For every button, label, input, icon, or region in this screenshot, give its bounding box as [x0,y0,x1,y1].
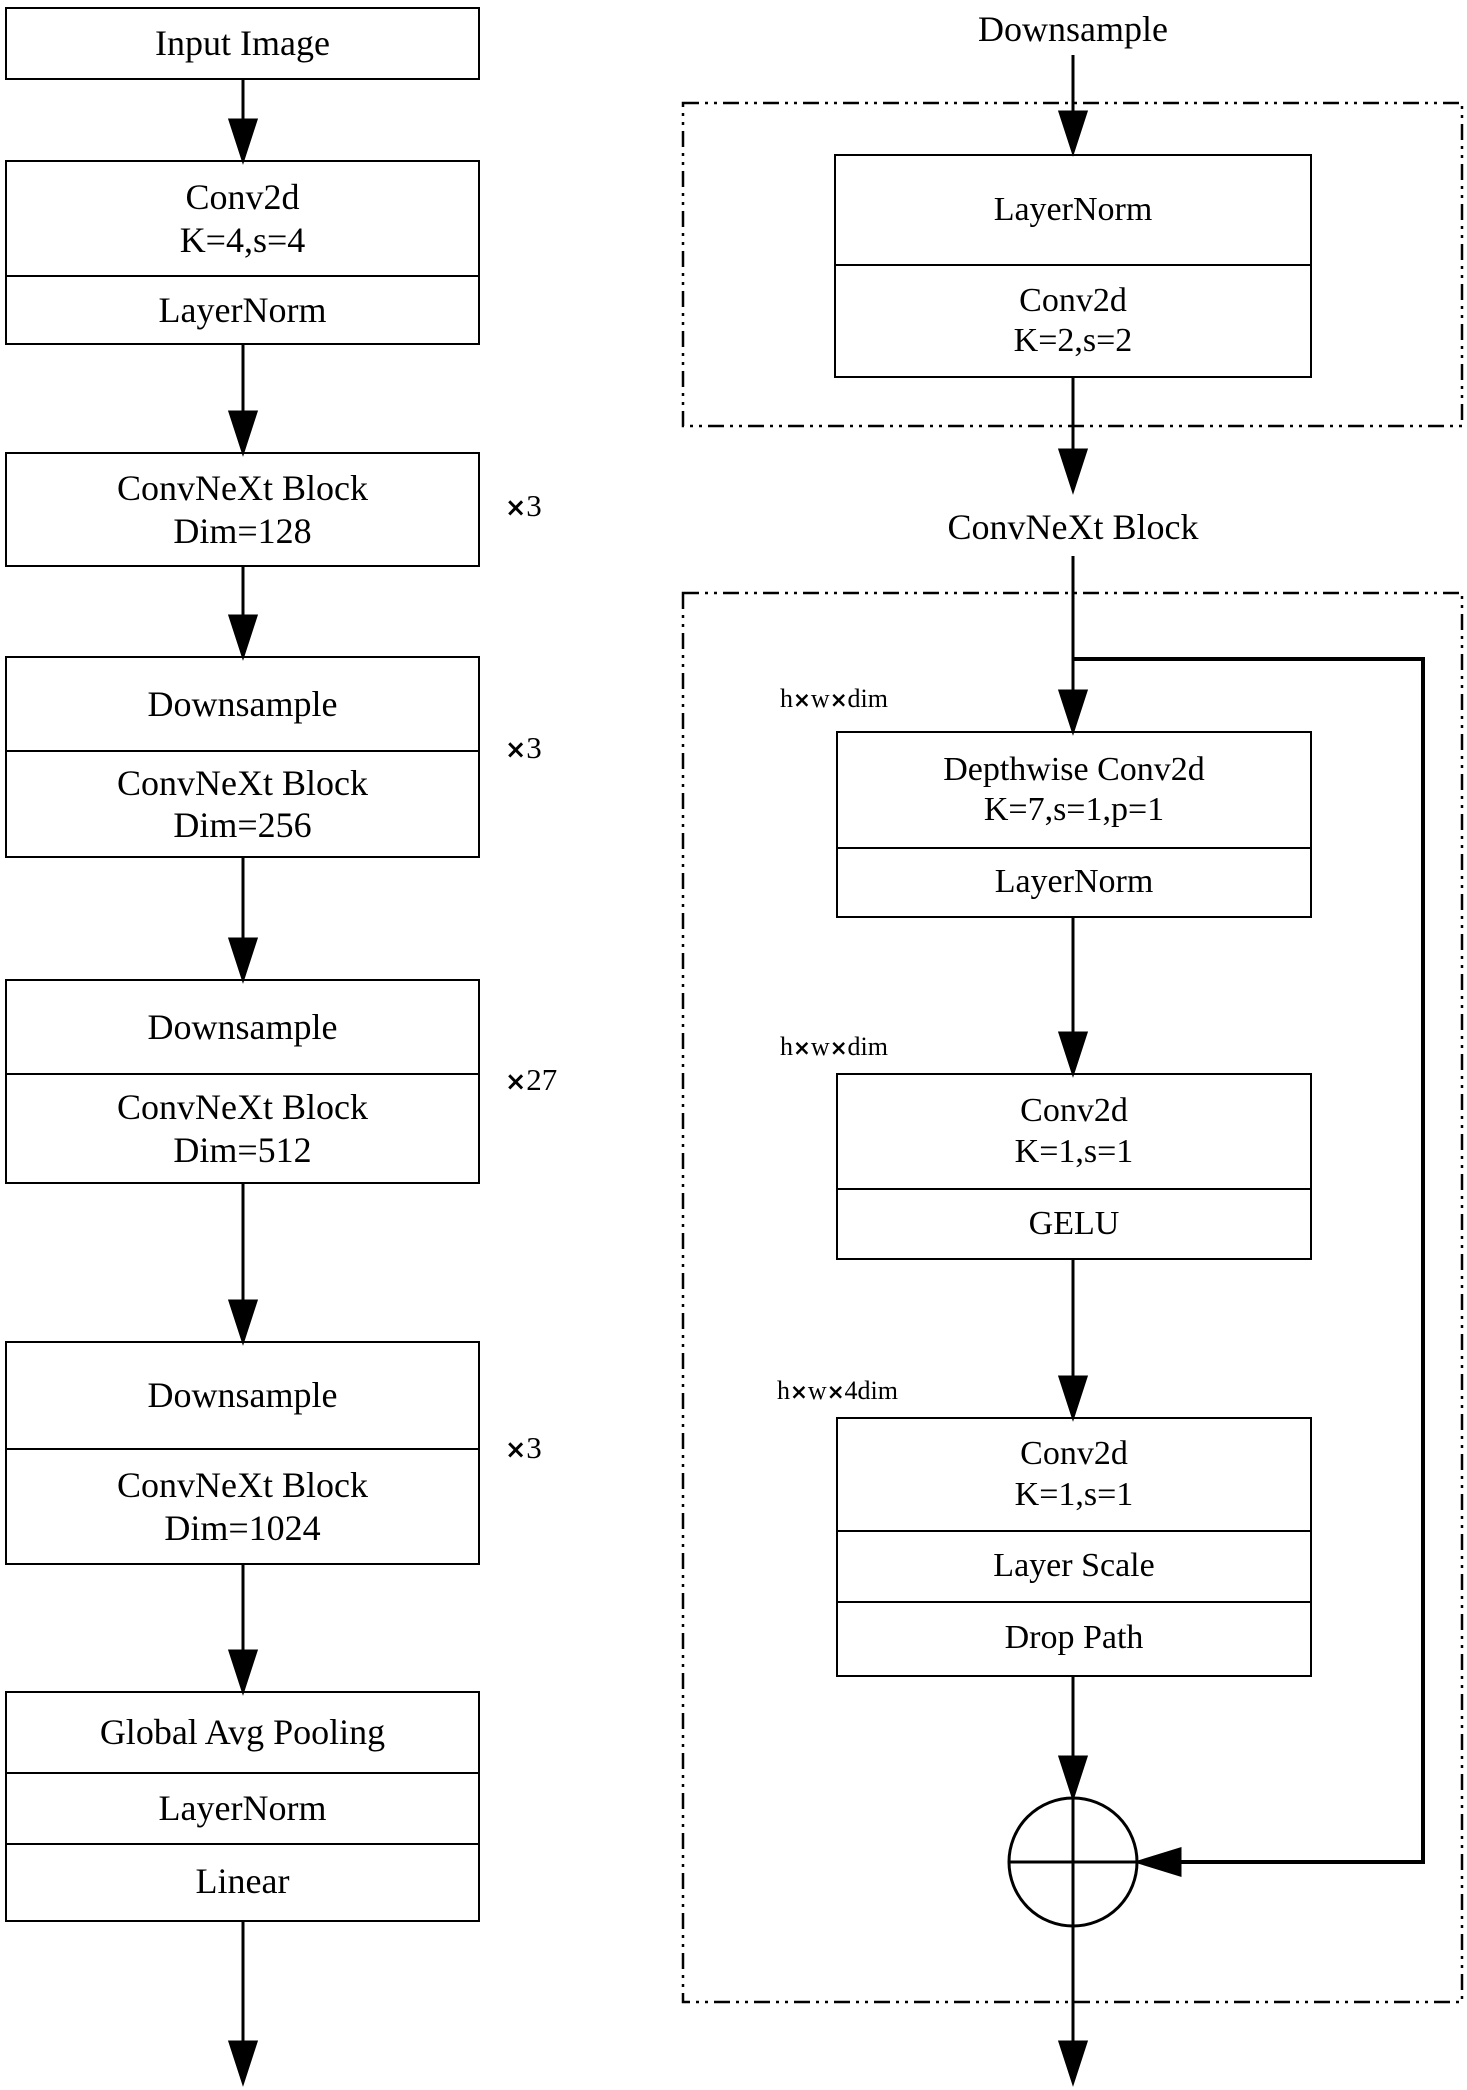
stage2-repeat-label: ×3 [505,730,542,765]
multiply-icon: × [505,492,527,522]
global-avg-pooling-label: Global Avg Pooling [99,1712,386,1753]
stage4-block-line1: ConvNeXt Block [117,1465,368,1506]
tensor-shape-label-2: h×w×dim [780,1032,888,1061]
multiply-icon: × [505,734,527,764]
stage3-block-line2: Dim=512 [173,1129,312,1170]
depthwise-conv-box: Depthwise Conv2d K=7,s=1,p=1 LayerNorm [836,731,1312,918]
block-layernorm-label: LayerNorm [838,847,1310,916]
multiply-icon: × [790,1380,808,1405]
stage2-block-line1: ConvNeXt Block [117,762,368,803]
downsample-conv-line2: K=2,s=2 [1013,322,1133,359]
pointwise-conv1-line2: K=1,s=1 [1014,1132,1134,1170]
convnext-detail-title: ConvNeXt Block [947,507,1199,547]
pointwise-conv2-line1: Conv2d [1020,1435,1128,1473]
gelu-label: GELU [838,1188,1310,1258]
stage2-block-section: ConvNeXt Block Dim=256 [7,750,478,856]
multiply-icon: × [829,688,848,713]
depthwise-conv-section: Depthwise Conv2d K=7,s=1,p=1 [838,733,1310,847]
stage2-block-line2: Dim=256 [173,805,312,845]
stage2-box: Downsample ConvNeXt Block Dim=256 [5,656,480,858]
stage3-downsample-label: Downsample [147,1006,338,1047]
multiply-icon: × [793,1036,811,1061]
layer-scale-label: Layer Scale [838,1530,1310,1601]
downsample-layernorm-label: LayerNorm [993,190,1153,228]
pointwise-conv2-box: Conv2d K=1,s=1 Layer Scale Drop Path [836,1417,1312,1677]
stage1-block-line2: Dim=128 [173,510,312,551]
pointwise-conv1-section: Conv2d K=1,s=1 [838,1075,1310,1188]
stage4-repeat-label: ×3 [505,1430,542,1465]
head-layernorm-label: LayerNorm [7,1772,478,1843]
multiply-icon: × [829,1036,848,1061]
depthwise-conv-line1: Depthwise Conv2d [943,750,1205,788]
stem-box: Conv2d K=4,s=4 LayerNorm [5,160,480,345]
downsample-conv-section: Conv2d K=2,s=2 [836,264,1310,376]
stem-conv-line2: K=4,s=4 [179,219,306,260]
multiply-icon: × [793,688,811,713]
downsample-conv-line1: Conv2d [1019,281,1127,319]
depthwise-conv-line2: K=7,s=1,p=1 [983,791,1165,828]
stage4-box: Downsample ConvNeXt Block Dim=1024 [5,1341,480,1565]
stem-layernorm-label: LayerNorm [7,275,478,343]
classifier-head-box: Global Avg Pooling LayerNorm Linear [5,1691,480,1922]
residual-add-circle [1007,1796,1139,2087]
stage3-box: Downsample ConvNeXt Block Dim=512 [5,979,480,1184]
tensor-shape-label-1: h×w×dim [780,684,888,713]
stem-conv-section: Conv2d K=4,s=4 [7,162,478,275]
input-image-label: Input Image [155,23,330,64]
pointwise-conv2-line2: K=1,s=1 [1014,1475,1134,1513]
skip-connection-arrowhead [1132,1846,1182,1878]
stage3-block-line1: ConvNeXt Block [117,1087,368,1128]
stage4-block-line2: Dim=1024 [164,1507,321,1548]
multiply-icon: × [505,1066,527,1096]
pointwise-conv1-box: Conv2d K=1,s=1 GELU [836,1073,1312,1260]
stage2-downsample-label: Downsample [147,683,338,724]
stage1-repeat-label: ×3 [505,488,542,523]
head-linear-label: Linear [7,1843,478,1918]
stage1-block-section: ConvNeXt Block Dim=128 [7,454,478,565]
stage4-downsample-label: Downsample [147,1375,338,1416]
multiply-icon: × [505,1434,527,1464]
stem-conv-line1: Conv2d [185,177,300,218]
stage4-block-section: ConvNeXt Block Dim=1024 [7,1448,478,1563]
multiply-icon: × [826,1380,845,1405]
stage1-block-line1: ConvNeXt Block [117,468,368,509]
stage3-repeat-label: ×27 [505,1062,558,1097]
input-image-box: Input Image [5,7,480,80]
stage3-block-section: ConvNeXt Block Dim=512 [7,1073,478,1182]
pointwise-conv2-section: Conv2d K=1,s=1 [838,1419,1310,1530]
downsample-detail-box: LayerNorm Conv2d K=2,s=2 [834,154,1312,378]
tensor-shape-label-3: h×w×4dim [777,1376,898,1405]
stage1-convnext-block-box: ConvNeXt Block Dim=128 [5,452,480,567]
drop-path-label: Drop Path [838,1601,1310,1673]
downsample-detail-title: Downsample [978,9,1168,49]
pointwise-conv1-line1: Conv2d [1020,1092,1128,1130]
